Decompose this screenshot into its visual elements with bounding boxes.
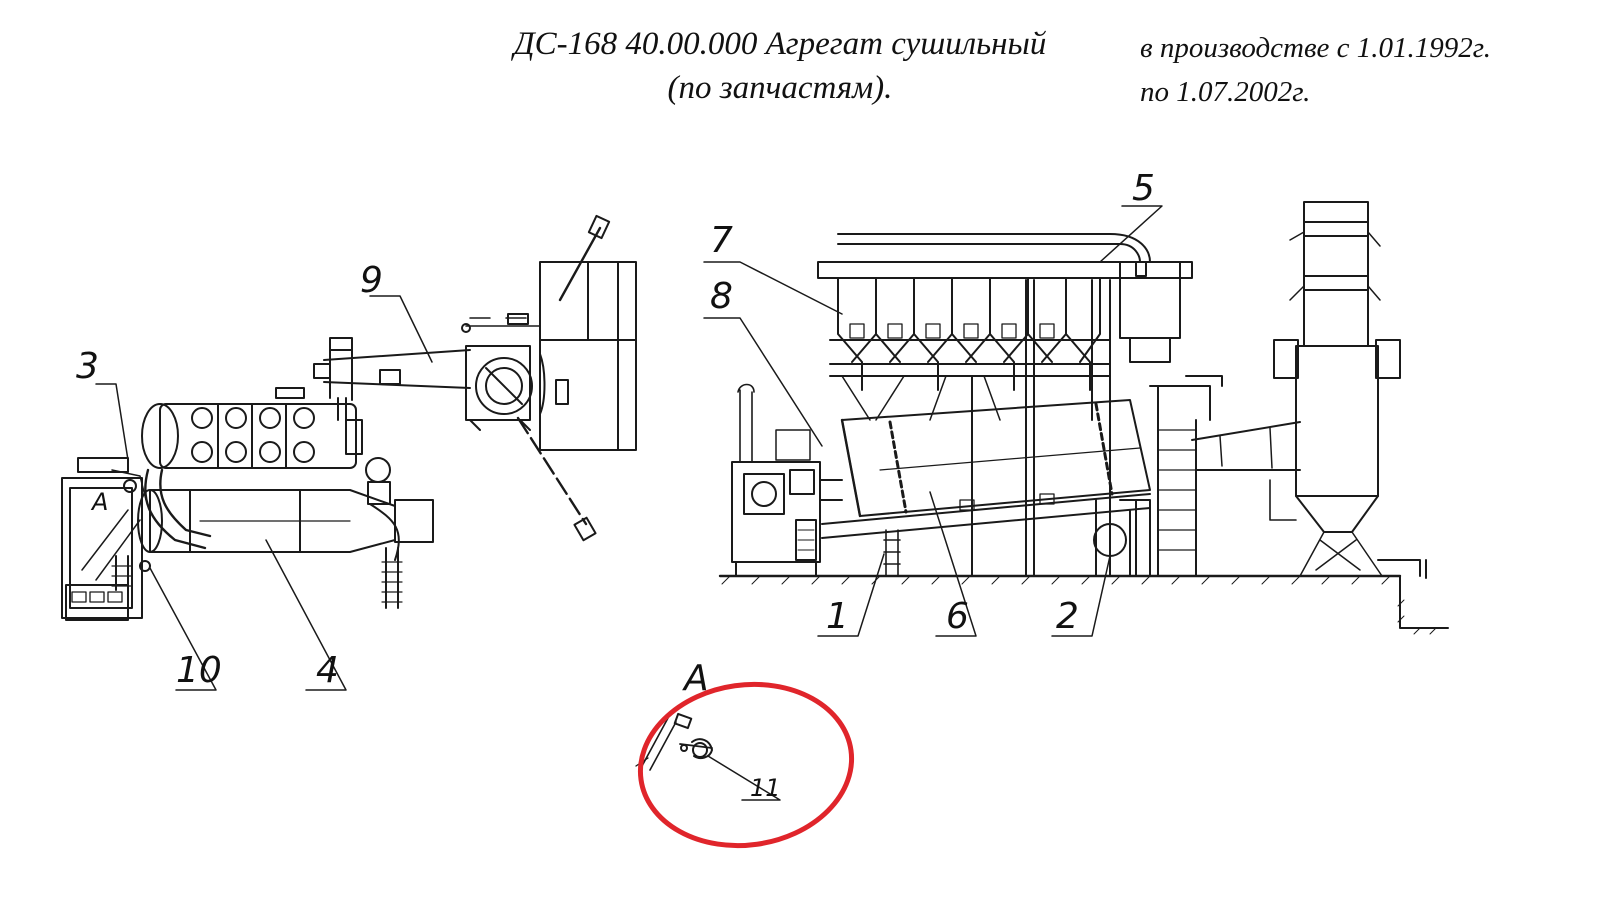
right-elevation-view [718,201,1449,635]
leader-lines [95,205,1163,801]
callout-1: 1 [826,596,849,637]
production-period: в производстве с 1.01.1992г. по 1.07.200… [1140,26,1580,114]
callout-9: 9 [360,260,383,301]
cyclone-battery [159,403,357,469]
callout-5: 5 [1132,168,1155,209]
exhaust-stack [1273,201,1427,579]
callout-7: 7 [710,220,733,261]
drawing-title: ДС-168 40.00.000 Агрегат сушильный (по з… [430,22,1130,110]
callout-11: 11 [750,774,781,802]
detail-a-view [635,712,713,771]
top-gas-duct [817,261,1193,279]
drawing-title-line2: (по запчастям). [667,70,893,106]
left-plan-view [61,214,637,621]
production-period-line2: по 1.07.2002г. [1140,76,1311,108]
smoke-exhauster [465,345,531,421]
callout-2: 2 [1056,596,1079,637]
callout-4: 4 [316,650,339,691]
callout-3: 3 [76,346,99,387]
callout-8: 8 [710,276,733,317]
burner-frame [61,477,143,619]
callout-6: 6 [946,596,969,637]
production-period-line1: в производстве с 1.01.1992г. [1140,32,1491,64]
callout-labels: 3 9 10 4 7 8 5 1 6 2 11 А А [76,168,1155,802]
cyclone-group [829,277,1111,421]
drawing-title-line1: ДС-168 40.00.000 Агрегат сушильный [513,26,1047,62]
callout-10: 10 [176,650,222,691]
highlight-circle [637,681,855,849]
burner-unit [731,461,821,563]
view-a-mark: А [90,488,108,516]
fuel-box [65,584,129,621]
